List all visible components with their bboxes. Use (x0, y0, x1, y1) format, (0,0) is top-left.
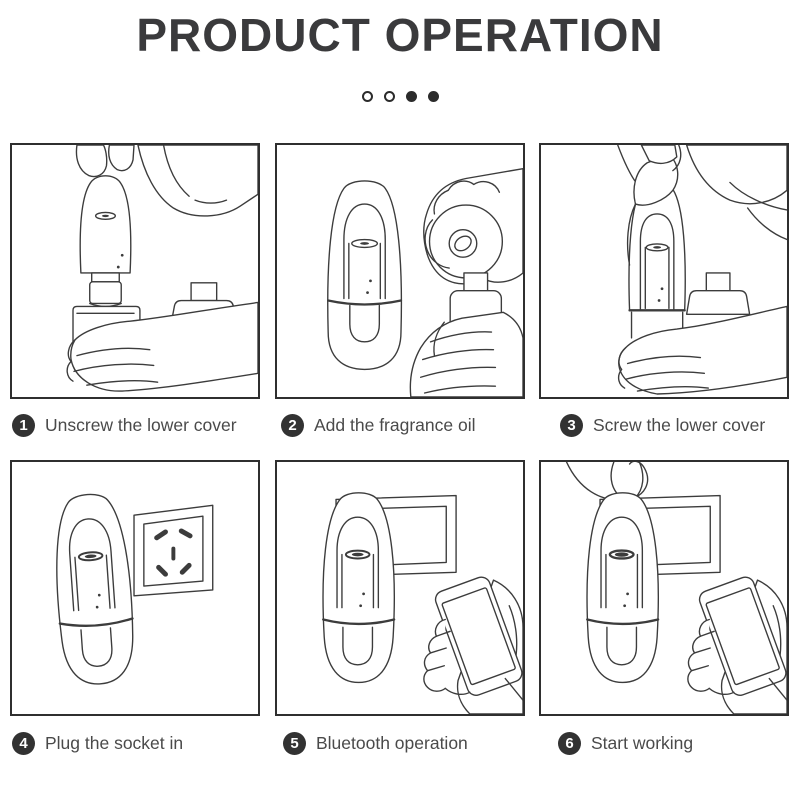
step-caption-3: 3 Screw the lower cover (560, 412, 765, 438)
step-number-badge: 6 (558, 731, 581, 755)
pagination-dot (427, 91, 439, 102)
unscrew-lower-cover-icon (66, 145, 258, 392)
step-caption-5: 5 Bluetooth operation (283, 730, 468, 756)
step-number-badge: 1 (12, 413, 35, 437)
pagination (0, 91, 800, 102)
step-number-badge: 2 (281, 413, 304, 437)
step-number-badge: 3 (560, 413, 583, 437)
step-label: Start working (591, 732, 694, 753)
step-panel-3 (539, 143, 789, 399)
pagination-dot (383, 91, 395, 102)
pagination-dot (361, 91, 373, 102)
step-label: Add the fragrance oil (314, 414, 476, 435)
page-title: PRODUCT OPERATION (136, 9, 664, 61)
step-caption-4: 4 Plug the socket in (12, 730, 183, 756)
add-fragrance-oil-icon (327, 167, 523, 397)
step-label: Screw the lower cover (593, 414, 766, 435)
step-panel-2 (275, 143, 525, 399)
step-label: Plug the socket in (45, 732, 184, 753)
step-panel-4 (10, 460, 260, 716)
bluetooth-phone-operation-icon (322, 492, 523, 714)
step-caption-1: 1 Unscrew the lower cover (12, 412, 237, 438)
diffuser-start-working-icon (565, 462, 787, 714)
step-number-badge: 5 (283, 731, 306, 755)
step-number-badge: 4 (12, 731, 35, 755)
step-caption-6: 6 Start working (558, 730, 693, 756)
step-caption-2: 2 Add the fragrance oil (281, 412, 476, 438)
plug-socket-in-icon (56, 493, 214, 685)
step-panel-5 (275, 460, 525, 716)
step-panel-6 (539, 460, 789, 716)
pagination-dot (405, 91, 417, 102)
step-label: Bluetooth operation (316, 732, 468, 753)
step-panel-1 (10, 143, 260, 399)
step-label: Unscrew the lower cover (45, 414, 237, 435)
screw-lower-cover-icon (617, 145, 787, 395)
